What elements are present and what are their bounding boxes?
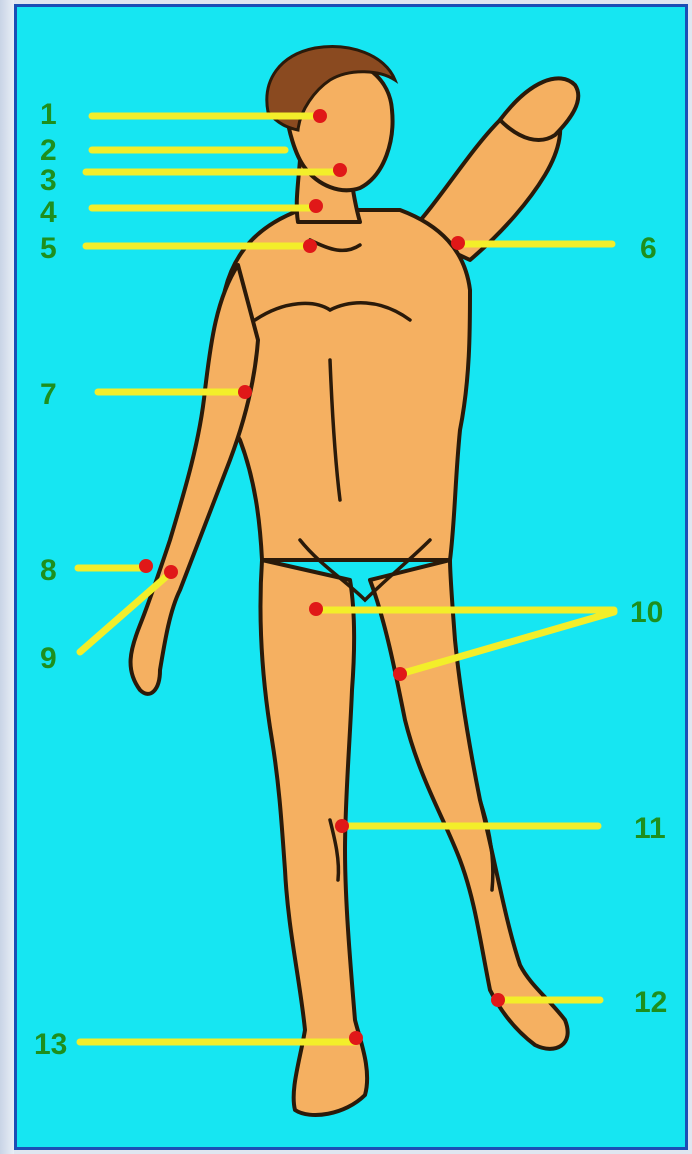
- point-9: [164, 565, 178, 579]
- point-10-upper: [309, 602, 323, 616]
- point-13: [349, 1031, 363, 1045]
- point-11: [335, 819, 349, 833]
- label-11: 11: [634, 812, 666, 845]
- point-6: [451, 236, 465, 250]
- point-12: [491, 993, 505, 1007]
- point-4: [309, 199, 323, 213]
- label-7: 7: [40, 378, 57, 411]
- point-5: [303, 239, 317, 253]
- label-10: 10: [630, 596, 663, 629]
- label-8: 8: [40, 554, 57, 587]
- point-1: [313, 109, 327, 123]
- torso: [220, 210, 470, 560]
- label-12: 12: [634, 986, 667, 1019]
- label-3: 3: [40, 164, 57, 197]
- forearm-over-head: [500, 78, 578, 140]
- label-1: 1: [40, 98, 57, 131]
- point-8: [139, 559, 153, 573]
- left-leg: [260, 560, 367, 1115]
- label-13: 13: [34, 1028, 67, 1061]
- label-4: 4: [40, 196, 57, 229]
- point-3: [333, 163, 347, 177]
- hanging-arm: [131, 265, 258, 694]
- label-2: 2: [40, 134, 57, 167]
- label-9: 9: [40, 642, 57, 675]
- label-6: 6: [640, 232, 657, 265]
- label-5: 5: [40, 232, 57, 265]
- point-7: [238, 385, 252, 399]
- point-10-lower: [393, 667, 407, 681]
